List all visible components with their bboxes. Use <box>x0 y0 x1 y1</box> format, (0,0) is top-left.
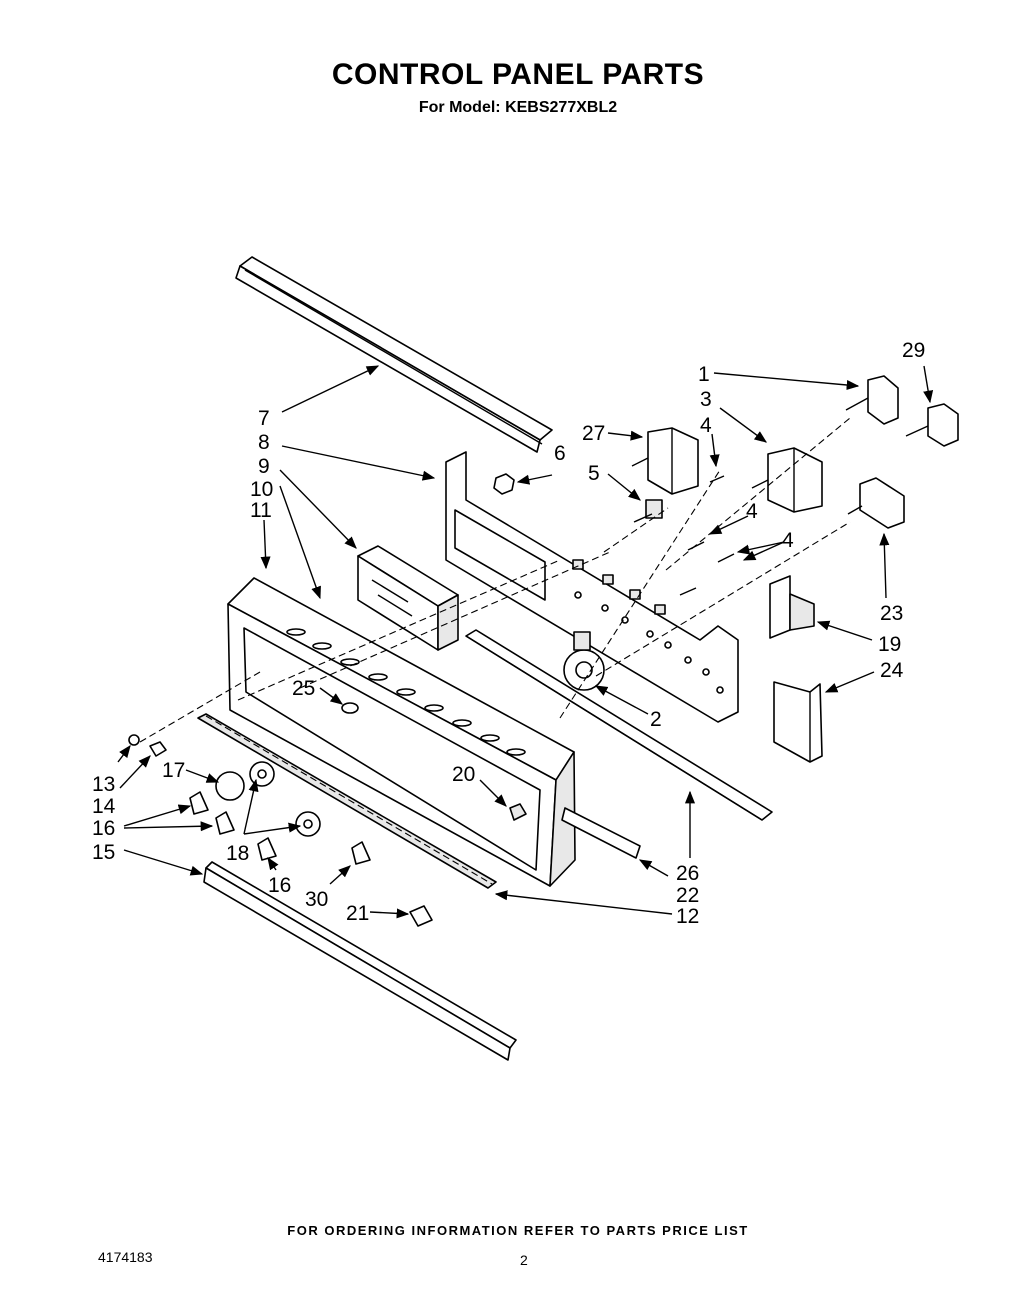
callout-21: 21 <box>346 902 369 925</box>
long-channel <box>465 629 773 821</box>
side-rail <box>561 807 641 859</box>
terminal-block <box>769 575 815 639</box>
model-subtitle: For Model: KEBS277XBL2 <box>418 99 618 116</box>
callout-29: 29 <box>902 339 925 362</box>
switch-29 <box>905 403 959 447</box>
small-parts <box>128 702 527 927</box>
callout-4: 4 <box>700 414 712 437</box>
control-panel-housing <box>227 577 576 887</box>
callout-2: 2 <box>650 708 662 731</box>
callout-14: 14 <box>92 795 116 818</box>
callout-12: 12 <box>676 905 699 928</box>
bottom-trim-strip <box>203 861 517 1061</box>
callout-5: 5 <box>588 462 600 485</box>
callout-24: 24 <box>880 659 904 682</box>
ordering-info-note: FOR ORDERING INFORMATION REFER TO PARTS … <box>287 1223 749 1238</box>
callout-16: 16 <box>92 817 115 840</box>
switch-3 <box>751 447 823 513</box>
callout-27: 27 <box>582 422 605 445</box>
page-title: CONTROL PANEL PARTS <box>331 58 705 91</box>
callout-11: 11 <box>250 499 272 522</box>
switch-27 <box>631 427 699 495</box>
callout-19: 19 <box>878 633 901 656</box>
page-number: 2 <box>520 1252 528 1268</box>
callout-22: 22 <box>676 884 699 907</box>
callout-17: 17 <box>162 759 185 782</box>
callout-20: 20 <box>452 763 475 786</box>
callout-1: 1 <box>698 363 710 386</box>
callout-30: 30 <box>305 888 328 911</box>
shafts <box>679 475 735 596</box>
callout-6: 6 <box>554 442 566 465</box>
nut <box>493 473 515 495</box>
callout-15: 15 <box>92 841 115 864</box>
stem <box>633 499 663 523</box>
alignment-lines <box>139 417 851 743</box>
callout-labels: 1 2 3 4 4 4 5 6 7 8 9 10 11 12 13 14 15 … <box>92 339 925 928</box>
mounting-bracket <box>773 681 823 763</box>
callout-18: 18 <box>226 842 249 865</box>
top-trim-strip <box>235 256 553 453</box>
callout-4: 4 <box>746 500 758 523</box>
callout-16: 16 <box>268 874 291 897</box>
document-number: 4174183 <box>98 1249 153 1265</box>
callout-13: 13 <box>92 773 115 796</box>
callout-25: 25 <box>292 677 315 700</box>
switch-1 <box>845 375 899 425</box>
callout-8: 8 <box>258 431 270 454</box>
display-board <box>357 545 459 651</box>
callout-4: 4 <box>782 529 794 552</box>
clock-motor <box>563 631 605 691</box>
callout-10: 10 <box>250 478 273 501</box>
vent-grille-strip <box>197 713 497 889</box>
callout-9: 9 <box>258 455 270 478</box>
leader-lines <box>117 365 934 919</box>
callout-26: 26 <box>676 862 699 885</box>
switch-23 <box>847 477 905 529</box>
callout-23: 23 <box>880 602 903 625</box>
callout-7: 7 <box>258 407 270 430</box>
callout-3: 3 <box>700 388 712 411</box>
